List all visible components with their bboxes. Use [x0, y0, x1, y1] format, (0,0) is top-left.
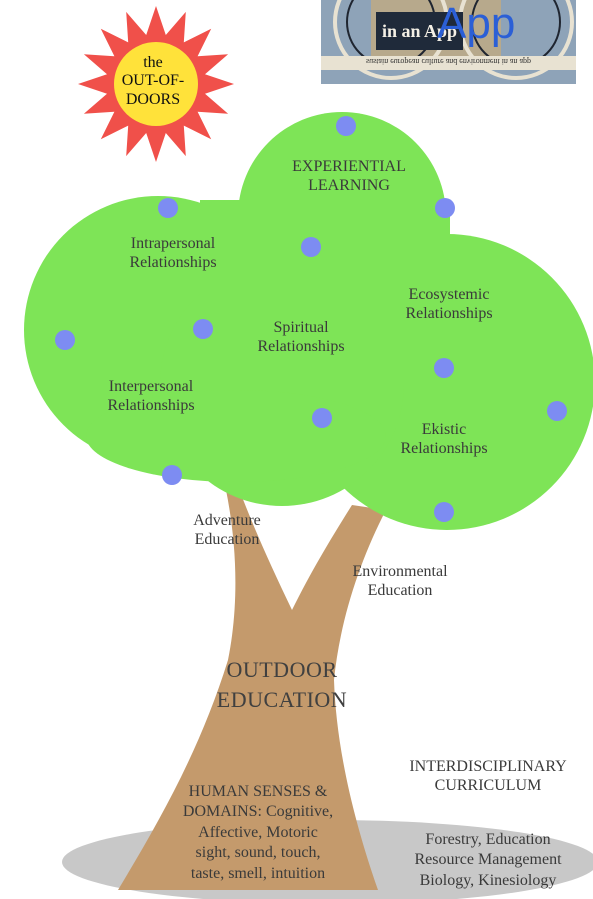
fruit-dot: [162, 465, 182, 485]
fruit-dot: [435, 198, 455, 218]
sun-line: DOORS: [125, 90, 181, 108]
badge-logo-word: App: [437, 0, 516, 48]
label-interpersonal: Interpersonal Relationships: [107, 378, 195, 415]
trunk-title: OUTDOOR EDUCATION: [216, 657, 348, 713]
fruit-dot: [301, 237, 321, 257]
badge-label: in an App: [376, 12, 464, 50]
fruit-dot: [336, 116, 356, 136]
fruit-dot: [193, 319, 213, 339]
label-ecosystemic: Ecosystemic Relationships: [405, 286, 493, 323]
label-environmental-education: Environmental Education: [352, 563, 448, 600]
sun-icon: [78, 6, 234, 162]
label-human-senses: HUMAN SENSES & DOMAINS: Cognitive, Affec…: [182, 783, 334, 882]
label-interdisciplinary-curriculum: INTERDISCIPLINARY CURRICULUM: [409, 758, 567, 795]
label-curriculum-list: Forestry, Education Resource Management …: [414, 831, 562, 889]
badge-ring-text: sustain european culture and environment…: [365, 57, 532, 66]
fruit-dot: [434, 358, 454, 378]
fruit-dots: [55, 116, 567, 522]
tree-canopy: [24, 112, 593, 530]
label-experiential-learning: EXPERIENTIAL LEARNING: [292, 158, 406, 195]
label-intrapersonal: Intrapersonal Relationships: [129, 235, 217, 272]
app-logo-badge: in an App App sustain european culture a…: [321, 0, 576, 84]
fruit-dot: [434, 502, 454, 522]
fruit-dot: [158, 198, 178, 218]
fruit-dot: [55, 330, 75, 350]
sun-line: OUT-OF-: [121, 72, 185, 90]
fruit-dot: [312, 408, 332, 428]
label-spiritual: Spiritual Relationships: [257, 319, 345, 356]
label-adventure-education: Adventure Education: [193, 512, 261, 549]
label-ekistic: Ekistic Relationships: [400, 421, 488, 458]
tree-trunk: [118, 470, 386, 890]
fruit-dot: [547, 401, 567, 421]
sun-label: the OUT-OF- DOORS: [122, 54, 185, 109]
sun-line: the: [143, 54, 163, 71]
